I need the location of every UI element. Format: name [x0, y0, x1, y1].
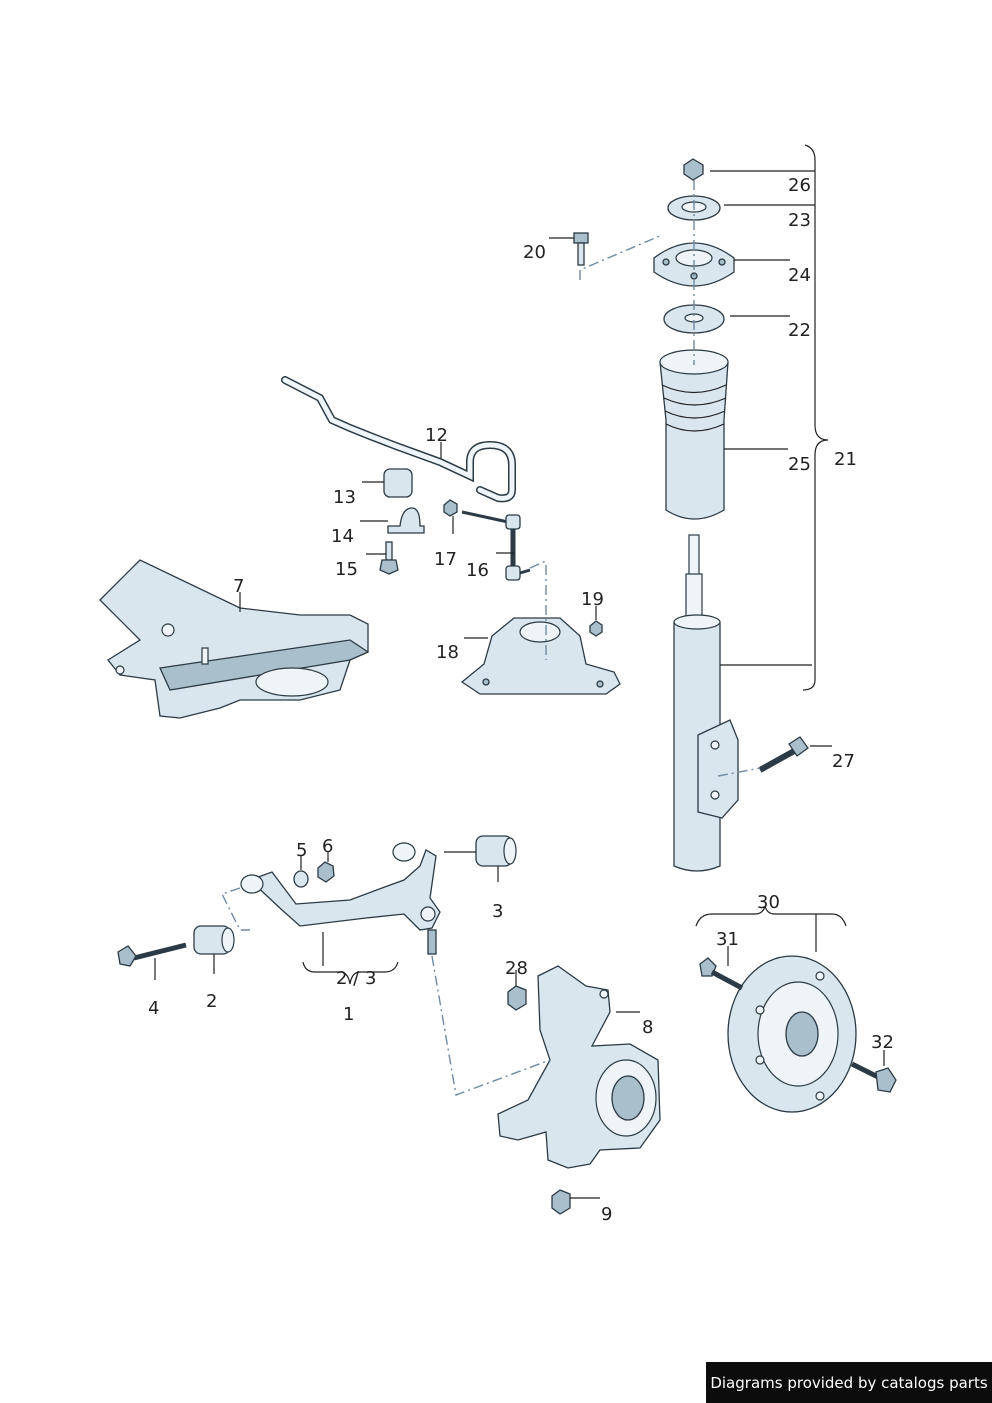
label-17: 17: [434, 549, 457, 570]
bracket-hole: [710, 790, 720, 800]
ball-joint-top: [420, 906, 436, 922]
label-25: 25: [788, 454, 811, 475]
stabilizer-assembly: [281, 376, 531, 581]
knuckle-bracket: [697, 719, 739, 819]
subframe[interactable]: [99, 559, 370, 719]
leader-lines: [154, 170, 885, 1199]
arm-bolt[interactable]: [117, 942, 187, 967]
boot-ribs: [661, 384, 727, 432]
label-5: 5: [296, 840, 307, 861]
label-9: 9: [601, 1204, 612, 1225]
label-2-3: 2 / 3: [336, 968, 376, 989]
hub-hole: [815, 1091, 825, 1101]
mount-hole: [482, 678, 490, 686]
hub-bolt-right[interactable]: [850, 1061, 897, 1093]
mount-hole: [662, 258, 670, 266]
subframe-hole: [161, 623, 175, 637]
label-13: 13: [333, 487, 356, 508]
stabilizer-link[interactable]: [461, 510, 531, 581]
hub-bolt-left[interactable]: [699, 957, 744, 991]
label-2: 2: [206, 991, 217, 1012]
group-bracket-21: [802, 144, 829, 691]
label-6: 6: [322, 836, 333, 857]
mount-hole: [596, 680, 604, 688]
wheel-hub[interactable]: [727, 955, 857, 1113]
label-1: 1: [343, 1004, 354, 1025]
dust-boot[interactable]: [659, 352, 729, 520]
label-12: 12: [425, 425, 448, 446]
bushing-front[interactable]: [193, 925, 235, 955]
link-nut[interactable]: [443, 499, 458, 517]
shock-top: [673, 614, 721, 630]
mount-hole: [718, 258, 726, 266]
clamp-bolt[interactable]: [379, 541, 399, 575]
label-31: 31: [716, 929, 739, 950]
subframe-hole: [115, 665, 125, 675]
label-3: 3: [492, 901, 503, 922]
rod-tube: [685, 573, 703, 620]
upper-control-arm[interactable]: [240, 842, 441, 955]
strut-assembly: [573, 144, 829, 872]
hub-hole: [755, 1005, 765, 1015]
knuckle-hole: [599, 989, 609, 999]
stabilizer-mount[interactable]: [460, 617, 621, 695]
label-18: 18: [436, 642, 459, 663]
label-8: 8: [642, 1017, 653, 1038]
bushing-face: [503, 837, 517, 865]
arm-bushing-eye: [240, 874, 264, 894]
label-27: 27: [832, 751, 855, 772]
bracket-hole: [710, 740, 720, 750]
label-21: 21: [834, 449, 857, 470]
label-16: 16: [466, 560, 489, 581]
piston-rod: [688, 534, 700, 576]
bottom-nut[interactable]: [551, 1189, 571, 1215]
subframe-cup: [255, 667, 329, 697]
label-14: 14: [331, 526, 354, 547]
attribution-banner[interactable]: Diagrams provided by catalogs parts: [706, 1362, 992, 1403]
bracket-bolt[interactable]: [758, 736, 809, 773]
mount-opening: [519, 621, 561, 643]
mount-bolt[interactable]: [573, 232, 589, 266]
steering-knuckle[interactable]: [497, 965, 661, 1169]
arm-bushing-eye: [392, 842, 416, 862]
stabilizer-clamp[interactable]: [387, 507, 425, 534]
top-nut[interactable]: [683, 158, 704, 181]
part-labels: 26 23 24 22 25 21 27 20 12 13 14 15 17 1…: [148, 175, 894, 1225]
label-24: 24: [788, 265, 811, 286]
arm-nut[interactable]: [317, 861, 335, 883]
mount-nut[interactable]: [589, 620, 603, 637]
stabilizer-highlight: [282, 377, 515, 501]
hub-bore-inner: [611, 1075, 645, 1121]
stabilizer-bushing[interactable]: [383, 468, 413, 498]
label-19: 19: [581, 589, 604, 610]
hub-hole: [815, 971, 825, 981]
label-30: 30: [757, 892, 780, 913]
label-28: 28: [505, 958, 528, 979]
assembly-lines: [221, 180, 761, 1096]
knuckle-nut[interactable]: [507, 985, 527, 1011]
subframe-stud: [201, 647, 209, 665]
hub-center: [785, 1011, 819, 1057]
ball-joint-stud: [427, 929, 437, 955]
bushing-rear[interactable]: [475, 835, 517, 867]
bushing-face: [221, 927, 235, 953]
label-7: 7: [233, 576, 244, 597]
label-22: 22: [788, 320, 811, 341]
label-26: 26: [788, 175, 811, 196]
label-20: 20: [523, 242, 546, 263]
label-4: 4: [148, 998, 159, 1019]
subframe-beam: [159, 639, 370, 691]
label-32: 32: [871, 1032, 894, 1053]
label-23: 23: [788, 210, 811, 231]
hub-hole: [755, 1055, 765, 1065]
washer[interactable]: [293, 870, 309, 888]
label-15: 15: [335, 559, 358, 580]
